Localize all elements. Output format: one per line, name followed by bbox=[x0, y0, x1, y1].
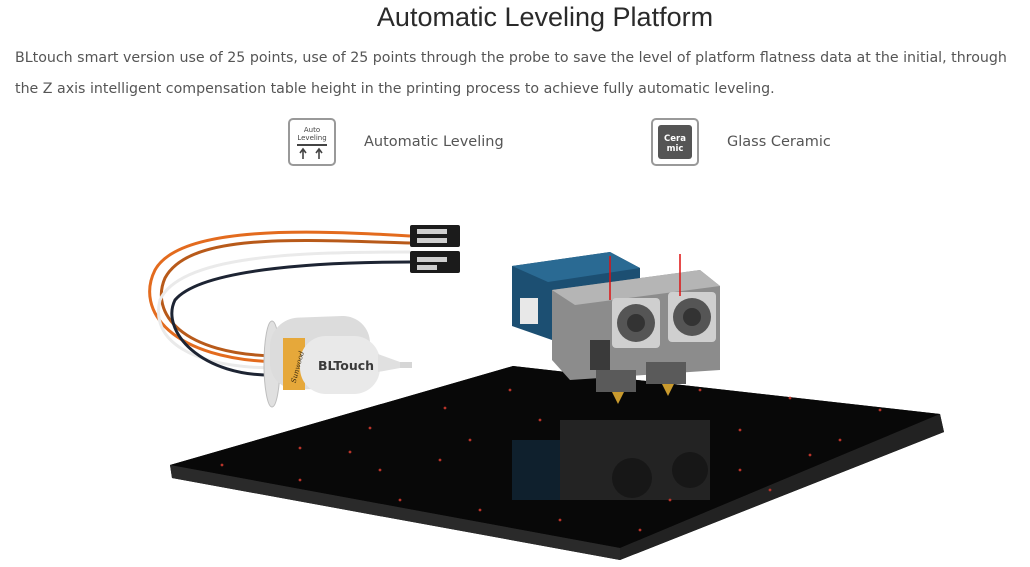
svg-text:Leveling: Leveling bbox=[297, 134, 326, 142]
ceramic-icon: Cera mic bbox=[651, 118, 699, 166]
dupont-connectors bbox=[410, 225, 460, 273]
feature-glass-ceramic: Cera mic Glass Ceramic bbox=[651, 118, 831, 166]
svg-text:Cera: Cera bbox=[664, 134, 686, 144]
feature-automatic-leveling: Auto Leveling Automatic Leveling bbox=[288, 118, 504, 166]
auto-leveling-icon: Auto Leveling bbox=[288, 118, 336, 166]
page-title: Automatic Leveling Platform bbox=[376, 2, 714, 32]
svg-text:mic: mic bbox=[667, 144, 684, 154]
heated-bed bbox=[170, 366, 944, 560]
svg-text:Auto: Auto bbox=[304, 126, 320, 134]
dual-extruder bbox=[512, 252, 720, 404]
description-text: BLtouch smart version use of 25 points, … bbox=[15, 50, 1007, 97]
probe-cable bbox=[148, 230, 411, 377]
probe-brand-label: BLTouch bbox=[318, 358, 374, 373]
feature-label: Glass Ceramic bbox=[727, 134, 831, 150]
bltouch-probe: BLTouch Sunwood bbox=[263, 316, 412, 408]
feature-label: Automatic Leveling bbox=[364, 134, 504, 150]
